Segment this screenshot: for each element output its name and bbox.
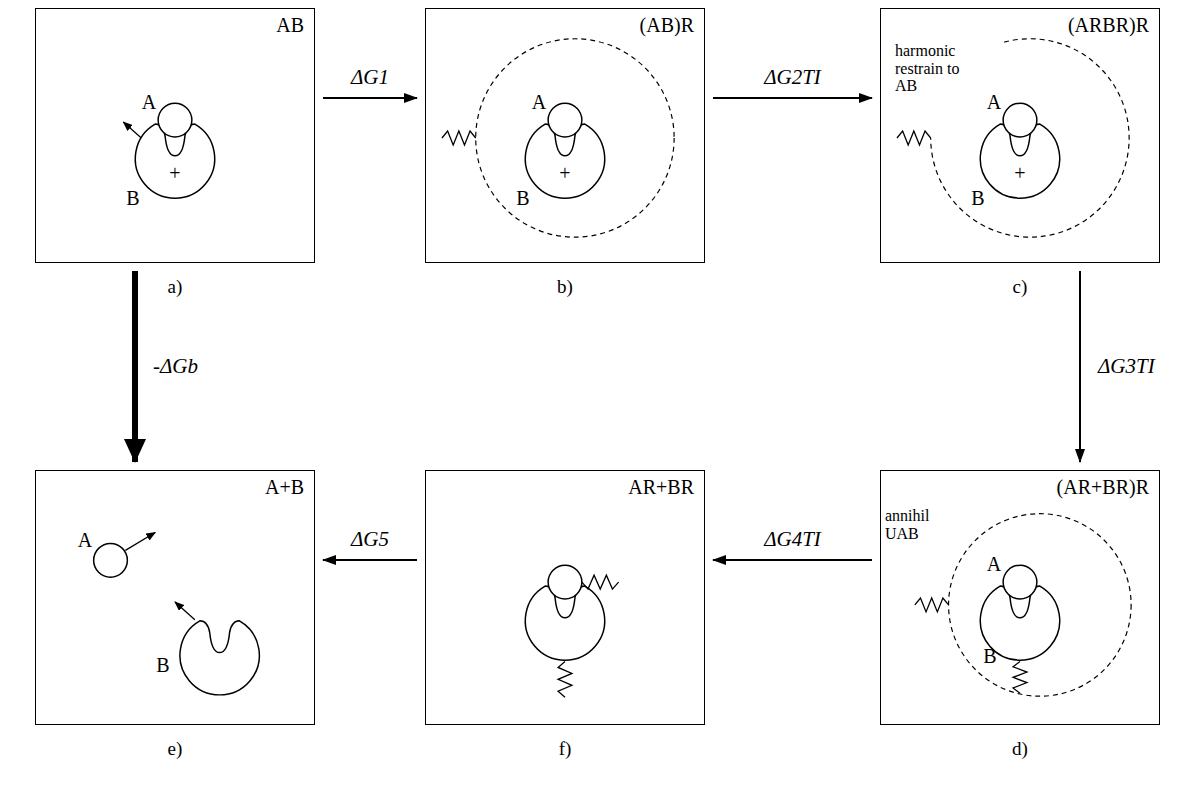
species-label: B [126, 187, 139, 209]
panel-letter: f) [426, 738, 704, 760]
state-title: (AB)R [640, 14, 694, 37]
state-panel: AR+BRf) [425, 470, 705, 725]
edge-label: ΔG4TI [762, 527, 823, 552]
free-energy-arrow [713, 559, 872, 561]
state-panel: (AB)Rb) [425, 8, 705, 263]
state-title: AB [276, 14, 304, 37]
panel-letter: e) [36, 738, 314, 760]
species-label: + [169, 162, 180, 184]
species-label: B [516, 187, 529, 209]
panel-letter: c) [881, 276, 1159, 298]
species-label: + [559, 162, 570, 184]
species-label: A [987, 91, 1001, 113]
edge-label: ΔG1 [349, 65, 391, 90]
state-title: (AR+BR)R [1057, 476, 1149, 499]
species-label: A [987, 553, 1001, 575]
panel-letter: b) [426, 276, 704, 298]
state-title: A+B [265, 476, 304, 499]
species-label: B [156, 654, 169, 676]
free-energy-arrow [323, 97, 417, 99]
molecule-illustration [426, 9, 704, 262]
free-energy-arrow [323, 559, 417, 561]
species-label: + [1014, 162, 1025, 184]
edge-label: ΔG3TI [1096, 354, 1157, 379]
molecule-illustration [36, 9, 314, 262]
species-label: A [78, 529, 92, 551]
state-panel: A+Be) [35, 470, 315, 725]
annotation-note: harmonic restrain to AB [895, 42, 975, 95]
panel-letter: d) [881, 738, 1159, 760]
state-title: (ARBR)R [1068, 14, 1149, 37]
edge-label: ΔG5 [349, 527, 391, 552]
species-label: A [532, 91, 546, 113]
free-energy-arrow [1079, 271, 1081, 462]
edge-label: -ΔGb [151, 354, 200, 379]
panel-letter: a) [36, 276, 314, 298]
edge-label: ΔG2TI [762, 65, 823, 90]
species-label: B [971, 187, 984, 209]
species-label: B [983, 645, 996, 667]
state-panel: ABa) [35, 8, 315, 263]
free-energy-arrow [132, 271, 138, 462]
free-energy-arrow [713, 97, 872, 99]
molecule-illustration [426, 471, 704, 724]
molecule-illustration [36, 471, 314, 724]
annotation-note: annihil UAB [885, 507, 965, 542]
species-label: A [142, 91, 156, 113]
state-title: AR+BR [628, 476, 694, 499]
